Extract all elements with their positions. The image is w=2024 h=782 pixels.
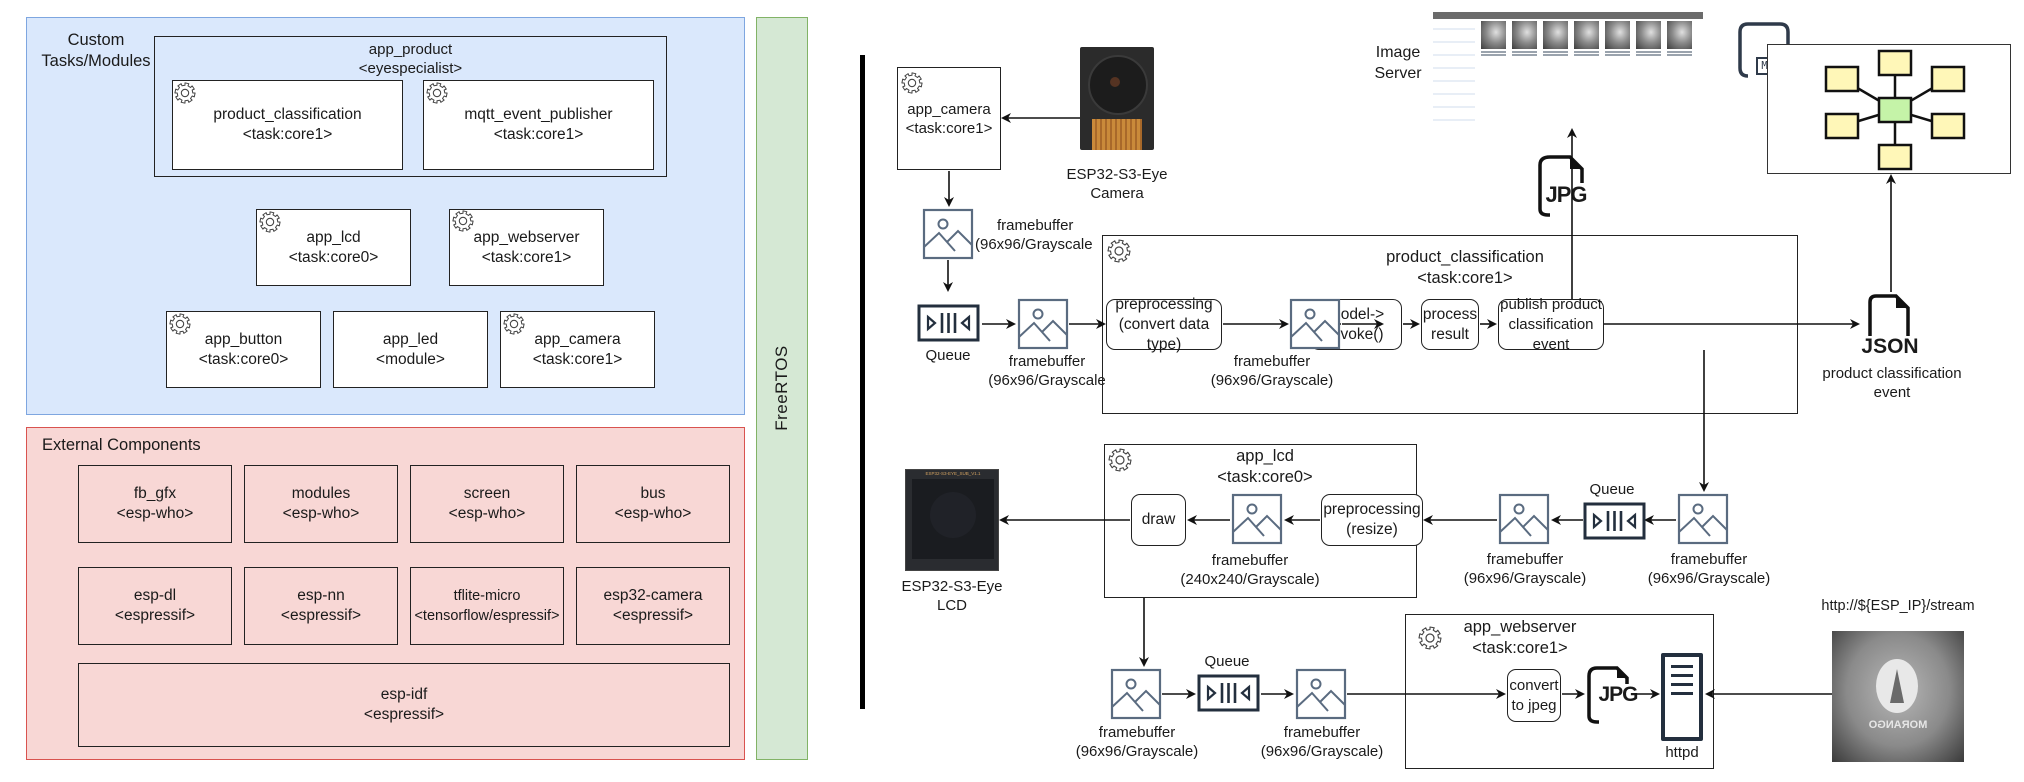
lcd-device-image: ESP32-S3-EYE_SUB_V1.1 bbox=[905, 469, 999, 571]
step-process-result[interactable]: process result bbox=[1421, 299, 1479, 350]
lcd-step-preprocessing[interactable]: preprocessing (resize) bbox=[1321, 494, 1423, 546]
step-model-invoke[interactable]: model-> invoke() bbox=[1310, 299, 1402, 350]
external-components-panel bbox=[26, 427, 745, 760]
component-esp-idf[interactable]: esp-idf <espressif> bbox=[78, 663, 730, 747]
fb-top-label: framebuffer (96x96/Grayscale bbox=[975, 217, 1093, 253]
lcd-fb-label: framebuffer (240x240/Grayscale) bbox=[1180, 552, 1320, 588]
image-server-label: Image Server bbox=[1374, 44, 1422, 82]
lcd-screen-text: ESP32-S3-EYE_SUB_V1.1 bbox=[925, 471, 981, 476]
httpd-label: httpd bbox=[1665, 744, 1699, 761]
camera-device-image bbox=[1080, 47, 1154, 150]
explorer-thumbnail bbox=[1636, 21, 1661, 53]
json-label: JSON bbox=[1861, 335, 1919, 358]
module-app-button[interactable]: app_button <task:core0> bbox=[166, 311, 321, 388]
lcd-fb-src-label: framebuffer (96x96/Grayscale) bbox=[1647, 551, 1771, 587]
freertos-label: FreeRTOS bbox=[772, 345, 791, 431]
component-bus[interactable]: bus <esp-who> bbox=[576, 465, 730, 543]
component-esp32-camera[interactable]: esp32-camera <espressif> bbox=[576, 567, 730, 645]
web-jpg-icon bbox=[1585, 664, 1635, 726]
framebuffer-icon-web-b bbox=[1295, 668, 1347, 720]
jpg-label-top: JPG bbox=[1545, 182, 1587, 207]
lcd-step-draw[interactable]: draw bbox=[1131, 494, 1186, 546]
custom-panel-title: Custom Tasks/Modules bbox=[41, 31, 151, 70]
step-preprocessing[interactable]: preprocessing (convert data type) bbox=[1106, 296, 1222, 353]
component-fb-gfx[interactable]: fb_gfx <esp-who> bbox=[78, 465, 232, 543]
explorer-sidebar bbox=[1433, 20, 1475, 125]
httpd-server-icon[interactable] bbox=[1661, 653, 1703, 741]
module-mqtt-event-publisher[interactable]: mqtt_event_publisher <task:core1> bbox=[423, 80, 654, 170]
divider-line bbox=[860, 55, 865, 709]
web-fb-b-label: framebuffer (96x96/Grayscale) bbox=[1260, 724, 1384, 760]
queue-icon-web bbox=[1197, 674, 1260, 712]
component-tflite-micro[interactable]: tflite-micro <tensorflow/espressif> bbox=[410, 567, 564, 645]
external-panel-title: External Components bbox=[42, 436, 201, 454]
framebuffer-icon-top bbox=[922, 208, 974, 260]
framebuffer-icon-lcd-src bbox=[1677, 493, 1729, 545]
explorer-thumbnail bbox=[1543, 21, 1568, 53]
stream-image-text: MORANGO bbox=[1868, 719, 1928, 731]
module-app-camera[interactable]: app_camera <task:core1> bbox=[500, 311, 655, 388]
module-app-lcd[interactable]: app_lcd <task:core0> bbox=[256, 209, 411, 286]
explorer-thumbnail bbox=[1605, 21, 1630, 53]
lcd-queue-label: Queue bbox=[1589, 481, 1635, 498]
stream-preview-image: MORANGO bbox=[1832, 631, 1964, 762]
component-screen[interactable]: screen <esp-who> bbox=[410, 465, 564, 543]
flow-product-classification-title: product_classification <task:core1> bbox=[1386, 248, 1544, 287]
module-app-led[interactable]: app_led <module> bbox=[333, 311, 488, 388]
fb-queue-out-label: framebuffer (96x96/Grayscale bbox=[988, 353, 1106, 389]
explorer-thumbnail bbox=[1512, 21, 1537, 53]
flow-app-camera-label: app_camera <task:core1> bbox=[905, 101, 993, 137]
camera-device-label: ESP32-S3-Eye Camera bbox=[1066, 166, 1168, 202]
web-fb-a-label: framebuffer (96x96/Grayscale) bbox=[1075, 724, 1199, 760]
component-modules[interactable]: modules <esp-who> bbox=[244, 465, 398, 543]
framebuffer-icon-lcd-in bbox=[1498, 493, 1550, 545]
explorer-thumbnail bbox=[1667, 21, 1692, 53]
framebuffer-icon-web-a bbox=[1110, 668, 1162, 720]
module-product-classification[interactable]: product_classification <task:core1> bbox=[172, 80, 403, 170]
image-server-explorer bbox=[1433, 12, 1703, 130]
json-file-icon bbox=[1866, 292, 1916, 340]
queue-icon-lcd bbox=[1583, 502, 1646, 540]
freertos-bar bbox=[756, 17, 808, 760]
queue-icon-1 bbox=[917, 304, 980, 342]
explorer-thumbnail bbox=[1481, 21, 1506, 53]
component-esp-nn[interactable]: esp-nn <espressif> bbox=[244, 567, 398, 645]
app-product-title: app_product <eyespecialist> bbox=[358, 41, 463, 77]
lcd-device-label: ESP32-S3-Eye LCD bbox=[901, 578, 1003, 614]
json-caption: product classification event bbox=[1822, 365, 1962, 401]
web-step-convert[interactable]: convert to jpeg bbox=[1507, 669, 1561, 722]
explorer-thumbnail bbox=[1574, 21, 1599, 53]
flow-app-lcd-title: app_lcd <task:core0> bbox=[1217, 447, 1313, 486]
explorer-thumbnails bbox=[1481, 21, 1692, 53]
pc-fb-label: framebuffer (96x96/Grayscale) bbox=[1210, 353, 1334, 389]
flow-app-webserver-title: app_webserver <task:core1> bbox=[1463, 618, 1577, 657]
mqtt-icon bbox=[1736, 20, 1792, 80]
app-product-group[interactable] bbox=[154, 36, 667, 177]
queue-label-1: Queue bbox=[925, 347, 971, 364]
lcd-fb-in-label: framebuffer (96x96/Grayscale) bbox=[1463, 551, 1587, 587]
component-esp-dl[interactable]: esp-dl <espressif> bbox=[78, 567, 232, 645]
stream-url: http://${ESP_IP}/stream bbox=[1821, 598, 1975, 614]
web-queue-label: Queue bbox=[1204, 653, 1250, 670]
step-publish-event[interactable]: publish product classification event bbox=[1498, 296, 1604, 353]
framebuffer-icon-queue-out bbox=[1017, 298, 1069, 350]
web-jpg-label: JPG bbox=[1598, 683, 1638, 706]
module-app-webserver[interactable]: app_webserver <task:core1> bbox=[449, 209, 604, 286]
jpg-file-icon bbox=[1536, 153, 1586, 217]
mqtt-broker-box[interactable] bbox=[1767, 44, 2011, 174]
